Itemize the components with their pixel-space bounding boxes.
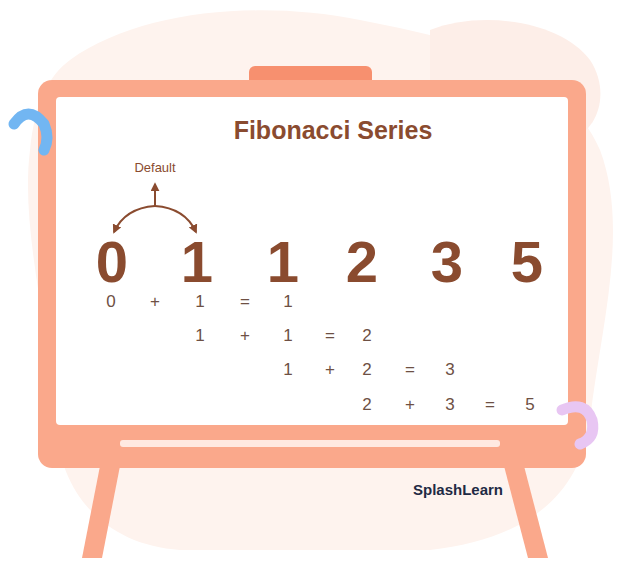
board-tray: [120, 440, 500, 447]
decor-arc: [562, 407, 593, 444]
equation-symbol: =: [240, 292, 250, 312]
equation-term: 1: [195, 292, 204, 312]
equation-term: 3: [445, 360, 454, 380]
equation-term: 5: [525, 395, 534, 415]
equation-term: 1: [283, 360, 292, 380]
equation-term: 1: [283, 292, 292, 312]
equation-term: 2: [362, 360, 371, 380]
equation-symbol: =: [405, 360, 415, 380]
equation-symbol: =: [485, 395, 495, 415]
equation-term: 1: [195, 326, 204, 346]
equation-symbol: +: [325, 360, 335, 380]
sequence-number: 0: [96, 229, 128, 296]
equation-term: 2: [362, 326, 371, 346]
board-surface: [56, 97, 568, 425]
pointer-arrow: [154, 184, 156, 206]
easel-leg: [504, 466, 548, 558]
default-label: Default: [134, 161, 175, 176]
decor-arc: [14, 114, 47, 150]
equation-symbol: +: [150, 292, 160, 312]
sequence-number: 2: [346, 229, 378, 296]
brand-logo: SplashLearn: [413, 481, 503, 498]
equation-term: 0: [106, 292, 115, 312]
board-frame: [38, 80, 586, 468]
diagram-title: Fibonacci Series: [234, 116, 433, 145]
sequence-number: 1: [181, 229, 213, 296]
sequence-number: 3: [431, 229, 463, 296]
equation-symbol: +: [240, 326, 250, 346]
sequence-number: 1: [267, 229, 299, 296]
equation-symbol: +: [405, 395, 415, 415]
sequence-number: 5: [511, 229, 543, 296]
pointer-arrow: [114, 206, 155, 232]
easel-leg: [82, 466, 120, 558]
equation-symbol: =: [325, 326, 335, 346]
equation-term: 2: [362, 395, 371, 415]
pointer-arrow: [155, 206, 196, 232]
equation-term: 1: [283, 326, 292, 346]
equation-term: 3: [445, 395, 454, 415]
